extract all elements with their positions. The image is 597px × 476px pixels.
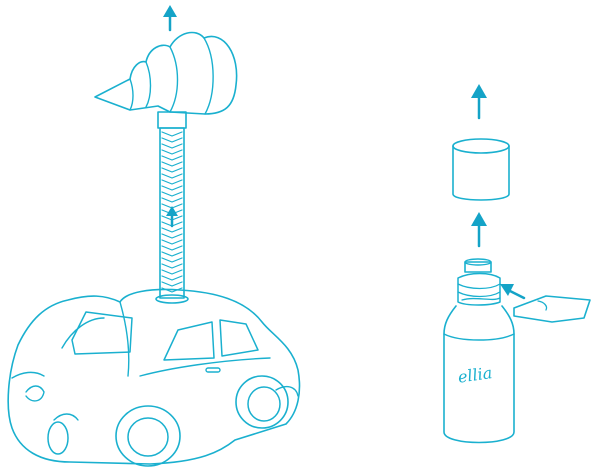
nebulizer-shell-icon: [94, 31, 238, 129]
car-body-icon: [7, 288, 301, 467]
braid-segment: [161, 167, 183, 173]
shell-up-arrow-icon: [163, 5, 177, 32]
cap-up-arrow-icon: [471, 84, 487, 120]
braid-segment: [161, 149, 183, 155]
braid-segment: [161, 233, 183, 239]
cap-icon: [452, 138, 510, 201]
braid-segment: [161, 191, 183, 197]
bottle-icon: ellia: [443, 258, 515, 444]
braid-segment: [161, 251, 183, 257]
braid-segment: [161, 161, 183, 167]
braid-segment: [161, 275, 183, 281]
braid-segment: [161, 131, 183, 137]
braid-segment: [161, 173, 183, 179]
scent-card-icon: [513, 295, 591, 323]
braid-segment: [161, 257, 183, 263]
braid-segment: [161, 281, 183, 287]
braid-segment: [161, 185, 183, 191]
bottle-up-arrow-icon: [471, 212, 487, 248]
tube-up-arrow-icon: [166, 206, 178, 228]
braid-segment: [161, 263, 183, 269]
braid-segment: [161, 155, 183, 161]
braid-segment: [161, 245, 183, 251]
flex-tube-icon: [159, 127, 185, 299]
braid-segment: [161, 137, 183, 143]
braid-segment: [161, 269, 183, 275]
braid-segment: [161, 197, 183, 203]
braid-segment: [161, 227, 183, 233]
braid-segment: [161, 239, 183, 245]
bottle-brand-label: ellia: [457, 363, 494, 387]
braid-segment: [161, 179, 183, 185]
car-diffuser-group: [7, 5, 301, 467]
card-insert-arrow-icon: [500, 284, 526, 300]
bottle-assembly-group: ellia: [443, 84, 591, 444]
braid-segment: [161, 143, 183, 149]
